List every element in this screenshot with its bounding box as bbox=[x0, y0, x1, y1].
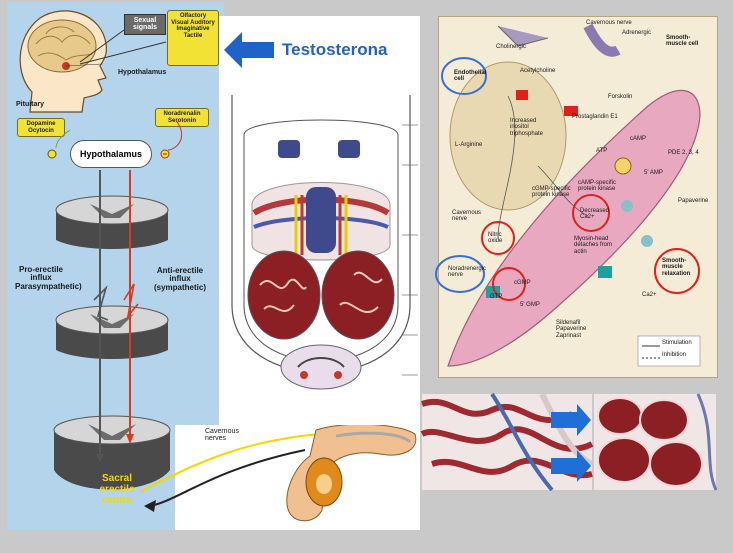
testosterona-arrow bbox=[224, 30, 276, 70]
atp-label: ATP bbox=[596, 148, 607, 154]
anti-erectile-label: Anti-erectile influx (sympathetic) bbox=[152, 267, 208, 292]
testosterona-label: Testosterona bbox=[282, 40, 388, 60]
pro-erectile-label: Pro-erectile influx Parasympathetic) bbox=[15, 266, 67, 291]
increased-ip3-label: Increased inositol triphosphate bbox=[510, 118, 546, 137]
pde-label: PDE 2, 3, 4 bbox=[668, 150, 699, 156]
myosin-label: Myosin-head detaches from actin bbox=[574, 236, 614, 255]
endothelial-cell-label: Endothelial cell bbox=[454, 70, 484, 83]
l-arginine-label: L-Arginine bbox=[455, 142, 482, 148]
adrenergic-label: Adrenergic bbox=[622, 30, 651, 36]
forskolin-label: Forskolin bbox=[608, 94, 632, 100]
penile-cross-section bbox=[222, 95, 420, 425]
noradrenalin-box: Noradrenalin Serotonin bbox=[155, 108, 209, 127]
noradrenergic-label: Noradrenergic nerve bbox=[448, 266, 486, 279]
stimulation-legend: Stimulation bbox=[662, 340, 692, 346]
senses-box: Olfactory Visual Auditory Imaginative Ta… bbox=[167, 10, 219, 66]
five-amp-label: 5' AMP bbox=[644, 170, 663, 176]
sacral-centre-label: Sacral erectile centre bbox=[94, 473, 140, 506]
hypothalamus-head-label: Hypothalamus bbox=[118, 69, 166, 76]
prostaglandin-label: Prostaglandin E1 bbox=[572, 114, 618, 120]
calcium-label: Ca2+ bbox=[642, 292, 657, 298]
decreased-ca-label: Decreased Ca2+ bbox=[580, 208, 608, 221]
camp-label: cAMP bbox=[630, 136, 646, 142]
cavernous-nerve-lower-label: Cavernous nerve bbox=[452, 210, 480, 223]
cholinergic-label: Cholinergic bbox=[496, 44, 526, 50]
cavernous-nerve-label: Cavernous nerve bbox=[586, 20, 632, 26]
transition-arrows bbox=[551, 404, 591, 490]
sildenafil-label: Sildenafil Papaverine Zaprinast bbox=[556, 320, 592, 339]
papaverine-label: Papaverine bbox=[678, 198, 708, 204]
cgmp-label: cGMP bbox=[514, 280, 531, 286]
tissue-erect bbox=[594, 394, 716, 490]
hypothalamus-cloud: Hypothalamus bbox=[70, 140, 152, 168]
inhibition-legend: Inhibition bbox=[662, 352, 686, 358]
smooth-relax-label: Smooth-muscle relaxation bbox=[662, 258, 698, 277]
pituitary-label: Pituitary bbox=[16, 101, 44, 108]
nitric-oxide-label: Nitric oxide bbox=[488, 232, 512, 245]
acetylcholine-label: Acetylcholine bbox=[520, 68, 555, 74]
gtp-label: GTP bbox=[490, 294, 502, 300]
camp-kinase-label: cAMP-specific protein kinase bbox=[578, 180, 620, 193]
dopamine-box: Dopamine Ocytocin bbox=[17, 118, 65, 137]
cgmp-kinase-label: cGMP-specific protein kinase bbox=[532, 186, 572, 199]
penis-illustration bbox=[140, 420, 422, 532]
five-gmp-label: 5' GMP bbox=[520, 302, 540, 308]
smooth-muscle-cell-label: Smooth-muscle cell bbox=[666, 35, 706, 48]
